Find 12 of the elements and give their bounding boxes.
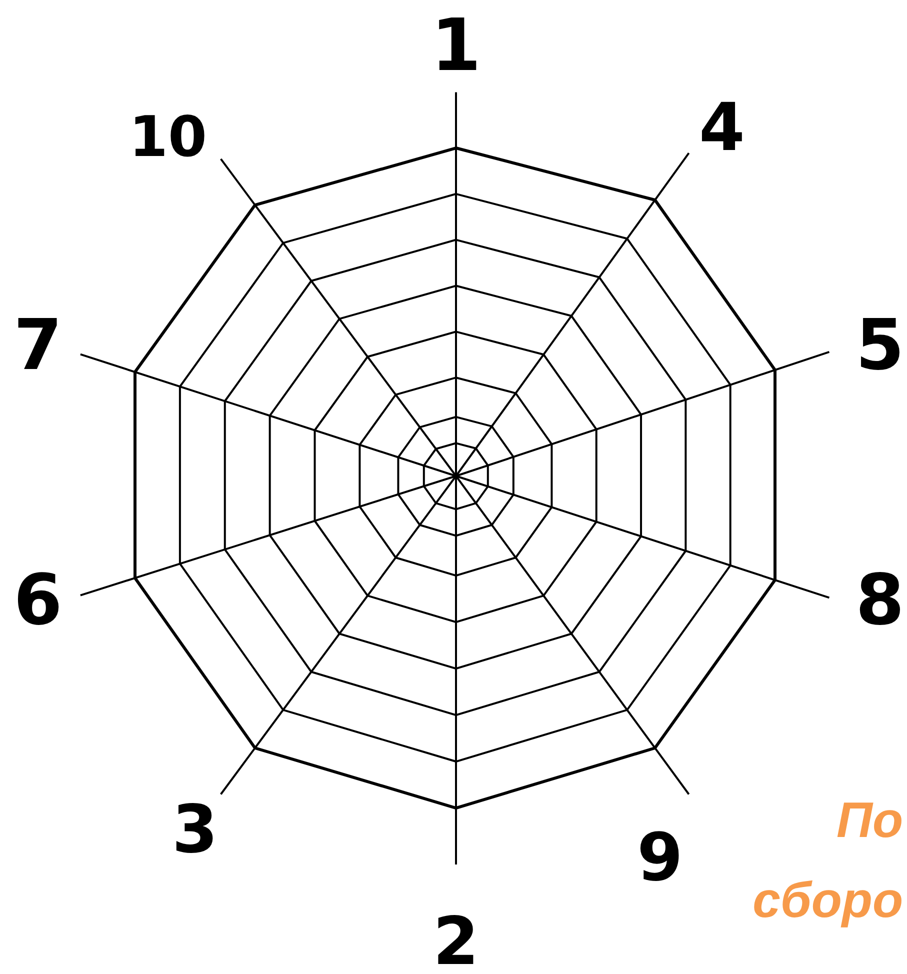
spoke-number: 7 — [14, 310, 62, 380]
note-text: сборо — [752, 875, 903, 925]
spoke-number: 9 — [637, 825, 683, 891]
spoke-number: 2 — [433, 909, 479, 974]
spoke-number: 3 — [172, 797, 218, 863]
spoke-number: 4 — [699, 95, 745, 161]
spoke-number: 6 — [14, 565, 62, 635]
spoke-number: 5 — [856, 310, 904, 380]
spoke-number: 10 — [129, 110, 207, 166]
spoke-number: 1 — [430, 9, 482, 81]
note-text: По — [836, 795, 903, 845]
spoke-number: 8 — [856, 565, 904, 635]
